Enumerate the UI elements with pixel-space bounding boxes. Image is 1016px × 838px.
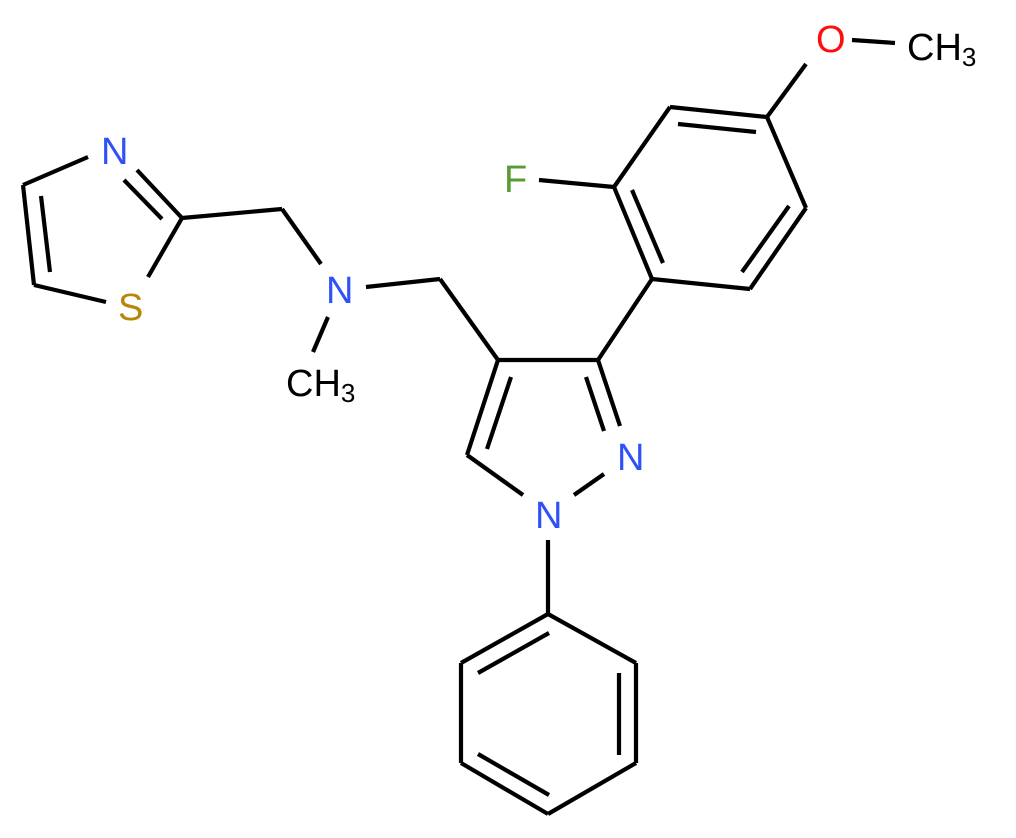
fluorine-label: F — [504, 159, 527, 201]
methoxy-methyl-ch: CH — [907, 27, 962, 69]
fluoromethoxyphenyl-ring — [538, 37, 896, 362]
amine-methyl-subscript: 3 — [341, 378, 355, 408]
methoxy-methyl-label: CH3 — [907, 27, 976, 72]
methoxy-methyl-subscript: 3 — [962, 42, 976, 72]
pyrazole-n2-label: N — [617, 437, 644, 479]
amine-methyl-label: CH3 — [286, 363, 355, 408]
thiazole-sulfur-label: S — [118, 287, 143, 329]
pyrazole-n1-label: N — [535, 495, 562, 537]
pyrazole-ring — [465, 357, 622, 614]
methoxy-oxygen-label: O — [816, 19, 846, 61]
amine-nitrogen-label: N — [326, 270, 353, 312]
phenyl-ring — [458, 612, 639, 816]
amine-linker — [181, 206, 500, 362]
amine-methyl-ch: CH — [286, 363, 341, 405]
thiazole-ring — [20, 155, 184, 305]
thiazole-nitrogen-label: N — [101, 131, 128, 173]
